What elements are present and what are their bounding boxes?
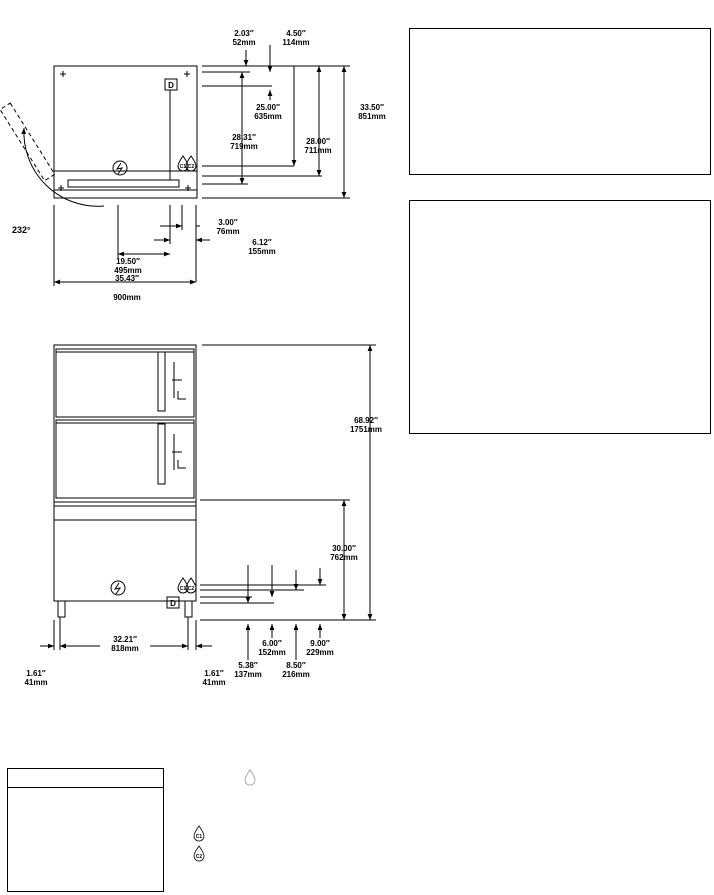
notes-box-top	[409, 28, 711, 175]
upper-oven-latch	[172, 362, 186, 400]
legend-water-drop-icon	[244, 769, 256, 786]
dim-35.43-in: 35.43″	[115, 274, 139, 283]
dim-68.92-in: 68.92″	[354, 416, 378, 425]
dim-9.00-in: 9.00″	[310, 639, 330, 648]
dim-25.00-in: 25.00″	[256, 103, 280, 112]
dim-33.50-in: 33.50″	[360, 103, 384, 112]
swing-angle-label: 232°	[12, 225, 31, 235]
right-leg	[184, 600, 193, 618]
notes-box-middle	[409, 200, 711, 434]
plan-corner-marks	[58, 71, 191, 191]
front-water-c1-label: C1	[180, 586, 187, 592]
front-drain-label: D	[170, 599, 176, 608]
utility-table-box	[7, 768, 164, 892]
dim-6.12-in: 6.12″	[252, 238, 272, 247]
legend	[193, 769, 256, 862]
upper-oven-handle	[157, 351, 166, 412]
dim-68.92-mm: 1751mm	[350, 425, 382, 434]
plan-water-c2-label: C2	[188, 164, 195, 170]
dim-19.50-mm: 495mm	[114, 266, 142, 275]
front-water-c2-label: C2	[188, 586, 195, 592]
dim-30.00-in: 30.00″	[332, 544, 356, 553]
door-open-position	[0, 102, 56, 182]
dim-28.31-in: 28.31″	[232, 133, 256, 142]
plan-view	[0, 45, 350, 286]
dim-6.12-mm: 155mm	[248, 247, 276, 256]
dim-33.50-mm: 851mm	[358, 112, 386, 121]
legend-c2-label: C2	[196, 854, 203, 860]
front-lightning-icon	[113, 582, 122, 595]
dim-28.31-mm: 719mm	[230, 142, 258, 151]
dim-1.61-right-in: 1.61″	[204, 669, 224, 678]
plan-electric-symbol	[112, 160, 128, 176]
dim-28.00-in: 28.00″	[306, 137, 330, 146]
plan-cabinet-outline	[53, 65, 198, 199]
dim-4.50-in: 4.50″	[286, 29, 306, 38]
dim-2.03-mm: 52mm	[232, 38, 255, 47]
plan-water-c2-icon	[185, 155, 197, 172]
front-water-c2-icon	[185, 577, 197, 594]
dim-1.61-left-mm: 41mm	[24, 678, 47, 687]
plan-lightning-icon	[115, 162, 124, 175]
plan-drain-label: D	[168, 81, 174, 90]
dim-2.03-in: 2.03″	[234, 29, 254, 38]
upper-oven-door	[55, 348, 195, 418]
legend-c1-label: C1	[196, 834, 203, 840]
dim-9.00-mm: 229mm	[306, 648, 334, 657]
utility-table-header	[8, 769, 163, 788]
door-swing-arc	[21, 127, 105, 207]
lower-oven-handle	[157, 423, 166, 485]
dim-32.21-mm: 818mm	[111, 644, 139, 653]
legend-water-c1-icon	[193, 825, 205, 842]
dim-1.61-left-in: 1.61″	[26, 669, 46, 678]
dim-8.50-mm: 216mm	[282, 670, 310, 679]
dim-30.00-mm: 762mm	[330, 553, 358, 562]
dim-6.00-in: 6.00″	[262, 639, 282, 648]
front-drain-box	[166, 596, 180, 609]
dim-32.21-in: 32.21″	[113, 635, 137, 644]
dim-1.61-right-mm: 41mm	[202, 678, 225, 687]
lower-oven-door	[55, 419, 195, 499]
front-view	[40, 344, 376, 660]
dim-6.00-mm: 152mm	[258, 648, 286, 657]
plan-electric-raceway	[67, 179, 180, 188]
dim-3.00-mm: 76mm	[216, 227, 239, 236]
plan-drain-box	[164, 78, 178, 91]
dim-5.38-mm: 137mm	[234, 670, 262, 679]
legend-water-c2-icon	[193, 845, 205, 862]
plan-water-c1-label: C1	[180, 164, 187, 170]
dim-8.50-in: 8.50″	[286, 661, 306, 670]
dim-5.38-in: 5.38″	[238, 661, 258, 670]
dim-3.00-in: 3.00″	[218, 218, 238, 227]
left-leg	[57, 600, 66, 618]
front-cabinet-outline	[53, 344, 197, 602]
dim-19.50-in: 19.50″	[116, 257, 140, 266]
plan-dimension-labels: 2.03″ 52mm 4.50″ 114mm 33.50″ 851mm 25.0…	[12, 29, 386, 302]
dim-4.50-mm: 114mm	[282, 38, 309, 47]
dim-35.43-mm: 900mm	[113, 293, 141, 302]
front-electric-symbol	[110, 580, 126, 596]
dim-28.00-mm: 711mm	[304, 146, 331, 155]
dim-25.00-mm: 635mm	[254, 112, 282, 121]
front-dimension-labels: 68.92″ 1751mm 30.00″ 762mm 6.00″ 152mm 9…	[24, 416, 382, 687]
lower-oven-latch	[172, 434, 186, 470]
